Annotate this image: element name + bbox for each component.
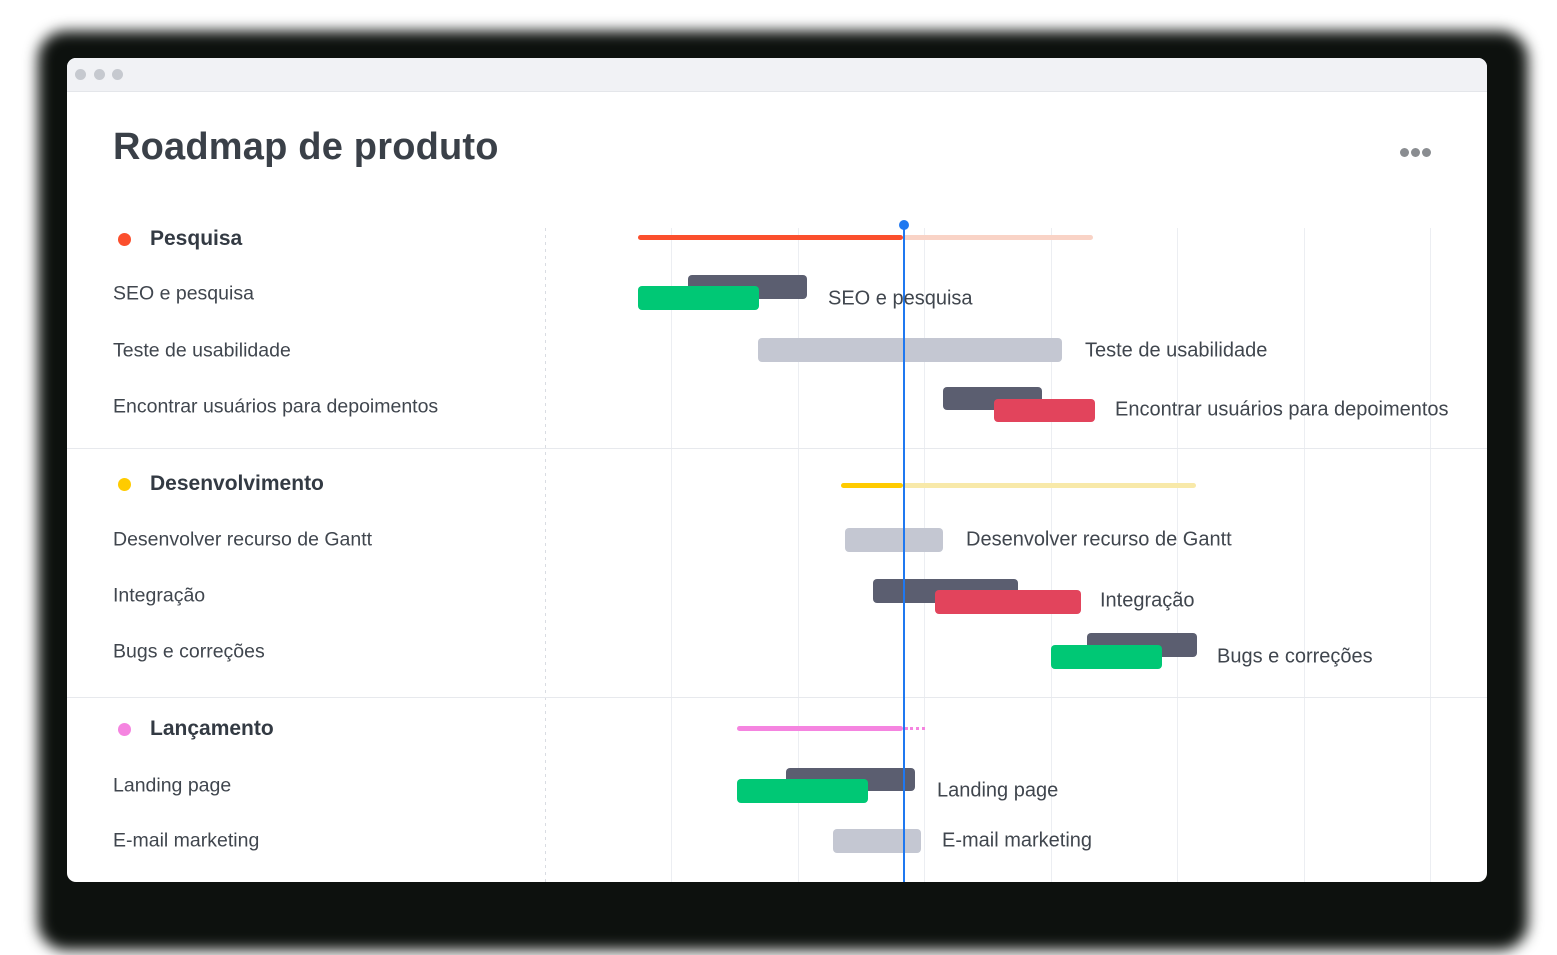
group-color-dot [118, 478, 131, 491]
grid-line [924, 228, 925, 882]
grid-line [671, 228, 672, 882]
window-control-dot-3[interactable] [112, 69, 123, 80]
ellipsis-dot-icon [1411, 148, 1420, 157]
task-row-label: E-mail marketing [113, 829, 260, 852]
task-bar[interactable] [758, 338, 1062, 362]
task-row-label: Integração [113, 584, 206, 607]
group-color-dot [118, 723, 131, 736]
group-summary-elapsed[interactable] [841, 483, 903, 488]
group-summary-remaining[interactable] [903, 483, 1196, 488]
task-row-label: Landing page [113, 774, 232, 797]
page-title: Roadmap de produto [113, 126, 499, 168]
gantt-bar-label: Desenvolver recurso de Gantt [966, 528, 1232, 551]
group-summary-remaining[interactable] [903, 235, 1093, 240]
gantt-bar-label: Bugs e correções [1217, 645, 1373, 668]
more-options-button[interactable] [1400, 148, 1431, 157]
grid-line [1051, 228, 1052, 882]
gantt-bar-label: Encontrar usuários para depoimentos [1115, 398, 1449, 421]
gantt-bar-label: SEO e pesquisa [828, 287, 973, 310]
task-bar[interactable] [845, 528, 943, 552]
task-bar[interactable] [935, 590, 1081, 614]
today-marker-dot [899, 220, 909, 230]
task-row-label: SEO e pesquisa [113, 282, 254, 305]
task-bar[interactable] [994, 399, 1095, 422]
task-bar[interactable] [1051, 645, 1162, 669]
group-header-label: Pesquisa [150, 227, 243, 250]
today-line [903, 225, 905, 882]
grid-line [1177, 228, 1178, 882]
grid-line [1304, 228, 1305, 882]
group-header-label: Desenvolvimento [150, 472, 324, 495]
group-separator [67, 697, 1487, 698]
task-bar[interactable] [737, 779, 868, 803]
task-row-label: Teste de usabilidade [113, 339, 291, 362]
grid-line [545, 228, 546, 882]
gantt-bar-label: Integração [1100, 589, 1195, 612]
ellipsis-dot-icon [1422, 148, 1431, 157]
window-titlebar [67, 58, 1487, 92]
group-summary-elapsed[interactable] [737, 726, 903, 731]
ellipsis-dot-icon [1400, 148, 1409, 157]
task-bar[interactable] [638, 286, 759, 310]
group-summary-remaining-dotted[interactable] [905, 727, 925, 730]
group-summary-elapsed[interactable] [638, 235, 903, 240]
task-row-label: Desenvolver recurso de Gantt [113, 528, 373, 551]
task-bar[interactable] [833, 829, 921, 853]
group-separator [67, 448, 1487, 449]
grid-line [798, 228, 799, 882]
window-control-dot-1[interactable] [75, 69, 86, 80]
task-row-label: Bugs e correções [113, 640, 265, 663]
window-control-dot-2[interactable] [94, 69, 105, 80]
gantt-bar-label: Teste de usabilidade [1085, 339, 1268, 362]
gantt-bar-label: E-mail marketing [942, 829, 1093, 852]
gantt-bar-label: Landing page [937, 779, 1059, 802]
grid-line [1430, 228, 1431, 882]
task-row-label: Encontrar usuários para depoimentos [113, 395, 439, 418]
group-header-label: Lançamento [150, 717, 274, 740]
group-color-dot [118, 233, 131, 246]
